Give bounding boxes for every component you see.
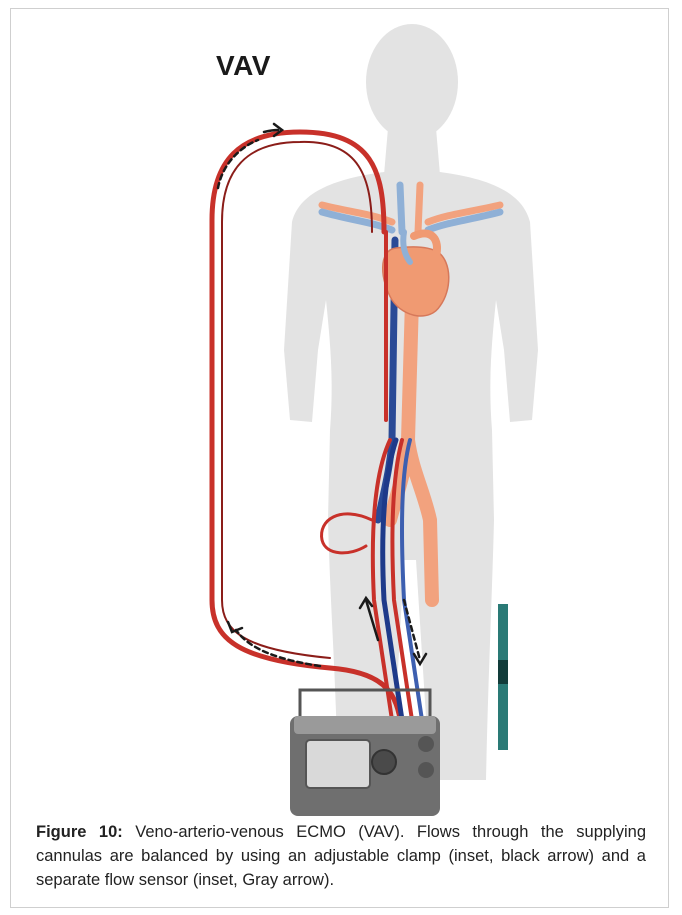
caption-title: Figure 10: xyxy=(36,823,123,841)
neck xyxy=(384,128,440,175)
head xyxy=(366,24,458,140)
inset-strip xyxy=(498,604,508,750)
caption-text: Veno-arterio-venous ECMO (VAV). Flows th… xyxy=(36,823,646,889)
diagram-label: VAV xyxy=(216,50,271,82)
figure-caption: Figure 10: Veno-arterio-venous ECMO (VAV… xyxy=(36,820,646,892)
